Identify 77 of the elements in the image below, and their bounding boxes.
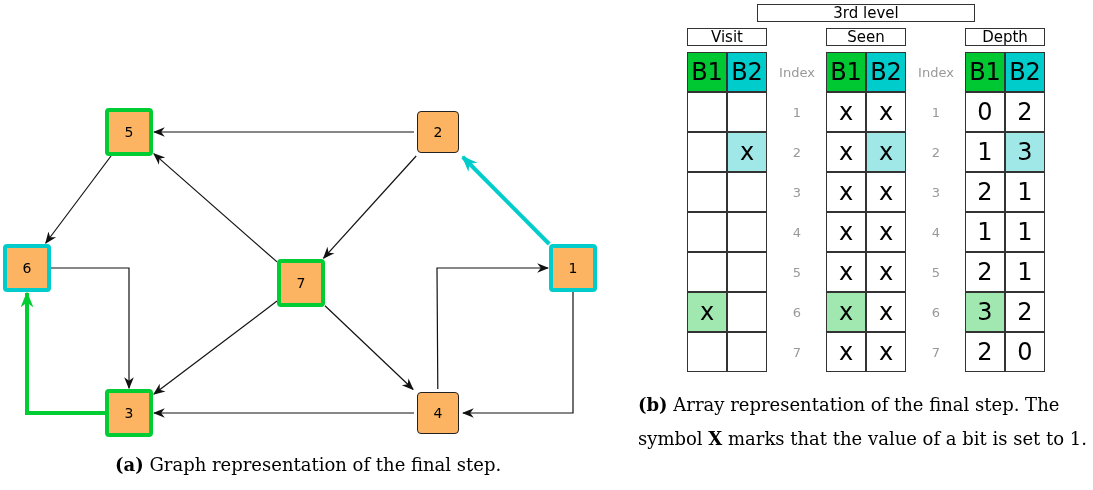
- arrow: [152, 127, 415, 137]
- row-index: Index: [917, 63, 955, 82]
- table-header: Seen: [826, 28, 906, 46]
- table-cell: B1: [826, 52, 866, 92]
- node-box: 6: [3, 244, 51, 292]
- table-cell: 3: [1005, 132, 1045, 172]
- arrow: [436, 263, 550, 390]
- figure-caption: (b) Array representation of the final step. The symbol X marks that the value of a bit is set to 1.: [638, 393, 1089, 451]
- node-box: 4: [417, 392, 459, 434]
- row-index: 5: [930, 263, 942, 282]
- arrow: [461, 291, 574, 418]
- node-box: 3: [105, 389, 153, 437]
- table-cell: x: [826, 92, 866, 132]
- table-cell: 1: [965, 212, 1005, 252]
- arrow: [153, 300, 278, 395]
- arrow: [50, 267, 134, 390]
- table-cell: x: [826, 132, 866, 172]
- arrow: [461, 155, 551, 246]
- table-cell: 2: [965, 332, 1005, 372]
- table-cell: x: [866, 172, 906, 212]
- arrow: [322, 155, 417, 259]
- table-cell: x: [866, 332, 906, 372]
- row-index: 2: [791, 143, 803, 162]
- table-cell: x: [826, 252, 866, 292]
- table-cell: 2: [965, 172, 1005, 212]
- row-index: 7: [930, 343, 942, 362]
- table-cell: 1: [1005, 212, 1045, 252]
- table-cell: x: [687, 292, 727, 332]
- node-box: 2: [417, 111, 459, 153]
- table-cell: x: [866, 92, 906, 132]
- row-index: 5: [791, 263, 803, 282]
- table-cell: 1: [965, 132, 1005, 172]
- table-header: Depth: [965, 28, 1045, 46]
- table-cell: x: [826, 212, 866, 252]
- row-index: 4: [930, 223, 942, 242]
- table-cell: x: [866, 212, 906, 252]
- table-cell: x: [826, 332, 866, 372]
- table-cell: x: [727, 132, 767, 172]
- table-cell: B2: [1005, 52, 1045, 92]
- row-index: 6: [791, 303, 803, 322]
- table-cell: 2: [1005, 292, 1045, 332]
- node-box: 1: [549, 244, 597, 292]
- table-cell: B2: [727, 52, 767, 92]
- row-index: 1: [791, 103, 803, 122]
- arrow: [153, 153, 278, 263]
- table-cell: 0: [1005, 332, 1045, 372]
- table-cell: 3: [965, 292, 1005, 332]
- table-cell: x: [866, 132, 906, 172]
- row-index: 3: [930, 183, 942, 202]
- row-index: 2: [930, 143, 942, 162]
- row-index: 1: [930, 103, 942, 122]
- arrow: [324, 305, 414, 391]
- table-header: Visit: [687, 28, 767, 46]
- figure-caption: (a) Graph representation of the final step.: [115, 453, 503, 477]
- node-box: 5: [105, 108, 153, 156]
- row-index: 7: [791, 343, 803, 362]
- table-cell: 0: [965, 92, 1005, 132]
- table-cell: B1: [965, 52, 1005, 92]
- table-cell: B1: [687, 52, 727, 92]
- table-cell: x: [826, 292, 866, 332]
- table-cell: 1: [1005, 252, 1045, 292]
- row-index: 3: [791, 183, 803, 202]
- table-header: 3rd level: [757, 4, 975, 22]
- arrow: [152, 408, 415, 418]
- node-box: 7: [277, 259, 325, 307]
- arrow: [45, 155, 112, 244]
- table-cell: x: [826, 172, 866, 212]
- arrow: [20, 291, 105, 415]
- row-index: 4: [791, 223, 803, 242]
- table-cell: 2: [965, 252, 1005, 292]
- row-index: 6: [930, 303, 942, 322]
- table-cell: 1: [1005, 172, 1045, 212]
- table-cell: B2: [866, 52, 906, 92]
- row-index: Index: [778, 63, 816, 82]
- table-cell: x: [866, 292, 906, 332]
- table-cell: x: [866, 252, 906, 292]
- table-cell: 2: [1005, 92, 1045, 132]
